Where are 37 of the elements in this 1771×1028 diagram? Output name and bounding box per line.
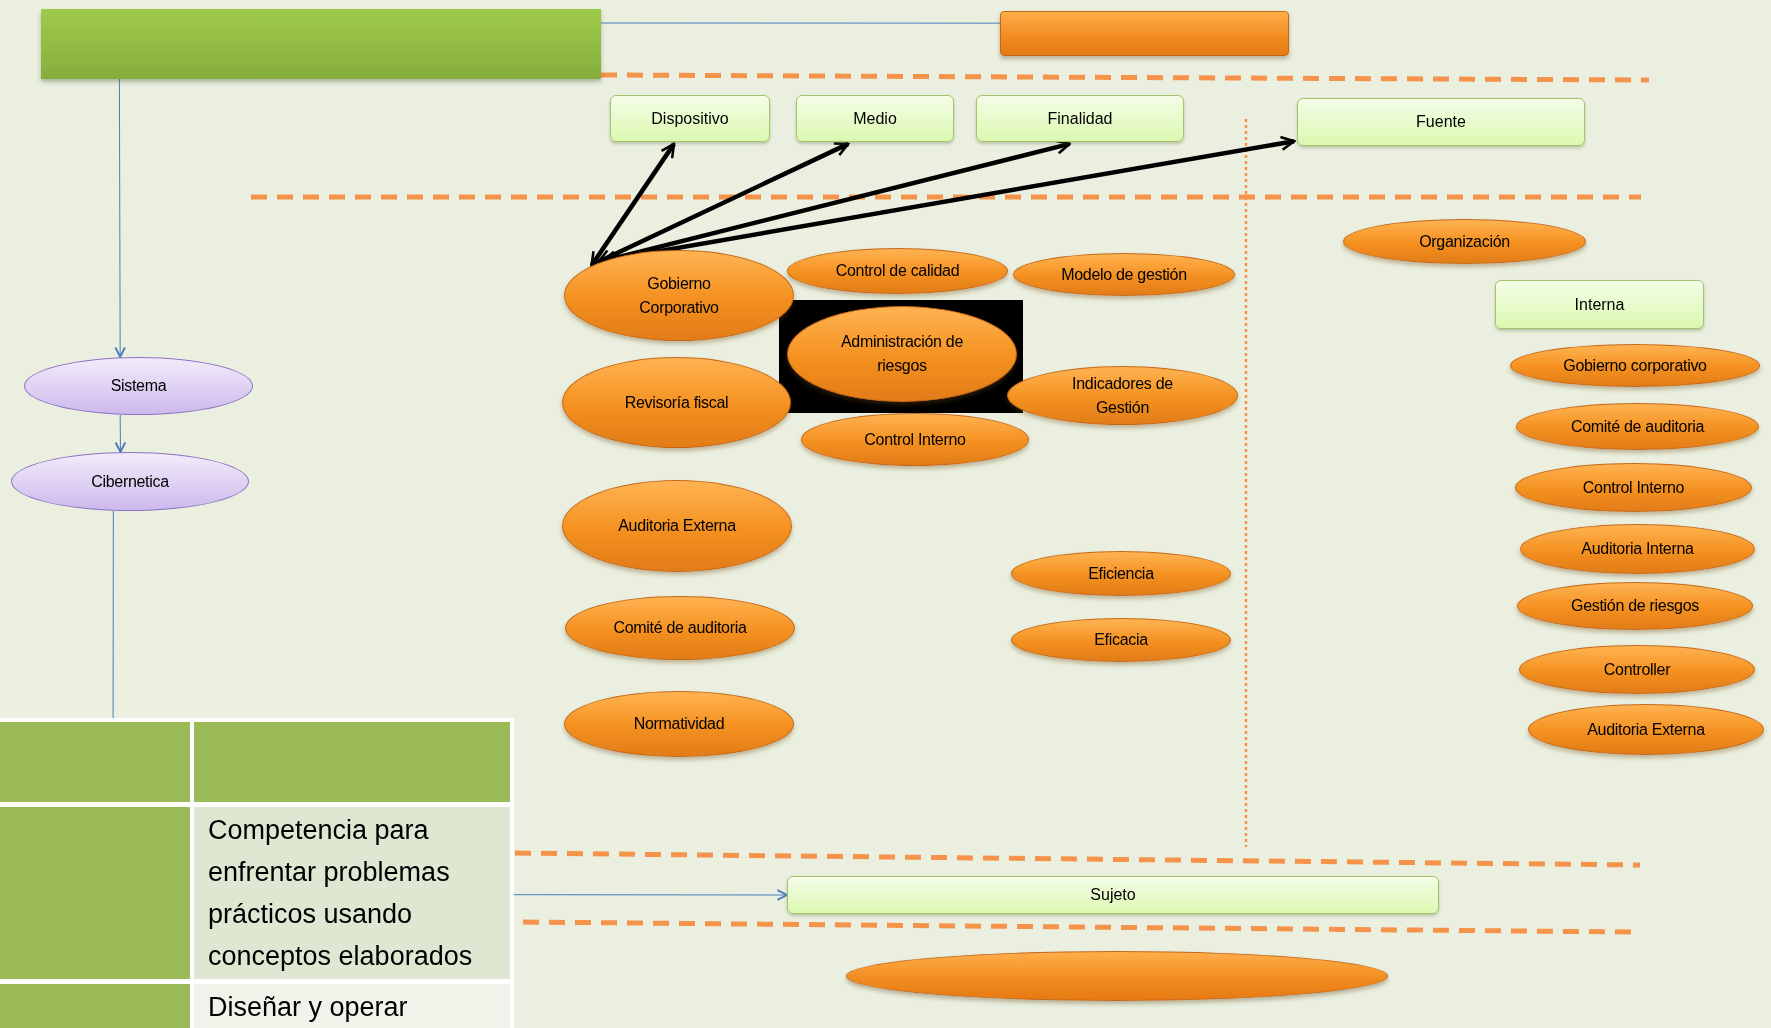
table (0, 718, 514, 1028)
concept-ellipse: Auditoria Interna (1520, 524, 1755, 574)
concept-ellipse: Sistema (24, 357, 253, 415)
concept-ellipse: Modelo de gestión (1013, 253, 1235, 296)
label-box: Interna (1495, 280, 1704, 329)
concept-ellipse: Comité de auditoria (1516, 403, 1759, 450)
concept-ellipse: Auditoria Externa (1528, 704, 1764, 755)
table-cell: Diseñar y operar (194, 984, 510, 1028)
label-box: Finalidad (976, 95, 1184, 142)
concept-ellipse: Gobierno Corporativo (564, 250, 794, 341)
arrow (513, 889, 788, 901)
concept-ellipse: Controller (1519, 645, 1755, 694)
label-box: Medio (796, 95, 954, 142)
concept-ellipse: Eficacia (1011, 618, 1231, 662)
concept-ellipse: Auditoria Externa (562, 480, 792, 572)
concept-ellipse: Control de calidad (787, 248, 1008, 294)
arrow (597, 141, 850, 264)
table-cell: Competencia para enfrentar problemas prácticos usando conceptos elaborados (194, 807, 510, 979)
label-box: Sujeto (787, 876, 1439, 914)
concept-ellipse: Gestión de riesgos (1517, 582, 1753, 630)
label-box: Dispositivo (610, 95, 770, 142)
label-box: Fuente (1297, 98, 1585, 146)
concept-ellipse: Normatividad (564, 691, 794, 757)
concept-ellipse: Eficiencia (1011, 551, 1231, 596)
concept-ellipse: Cibernetica (11, 452, 249, 511)
arrow (589, 142, 676, 267)
concept-ellipse: Comité de auditoria (565, 596, 795, 660)
concept-ellipse: Indicadores de Gestión (1007, 366, 1238, 425)
arrow (114, 78, 126, 358)
concept-ellipse: Gobierno corporativo (1510, 344, 1760, 387)
concept-ellipse: Control Interno (801, 413, 1029, 466)
header-bar (1000, 11, 1289, 56)
concept-ellipse: Organización (1343, 219, 1586, 264)
concept-ellipse: Revisoría fiscal (562, 357, 791, 448)
header-bar (41, 9, 601, 79)
concept-ellipse: Control Interno (1515, 463, 1752, 512)
arrow (114, 414, 127, 453)
